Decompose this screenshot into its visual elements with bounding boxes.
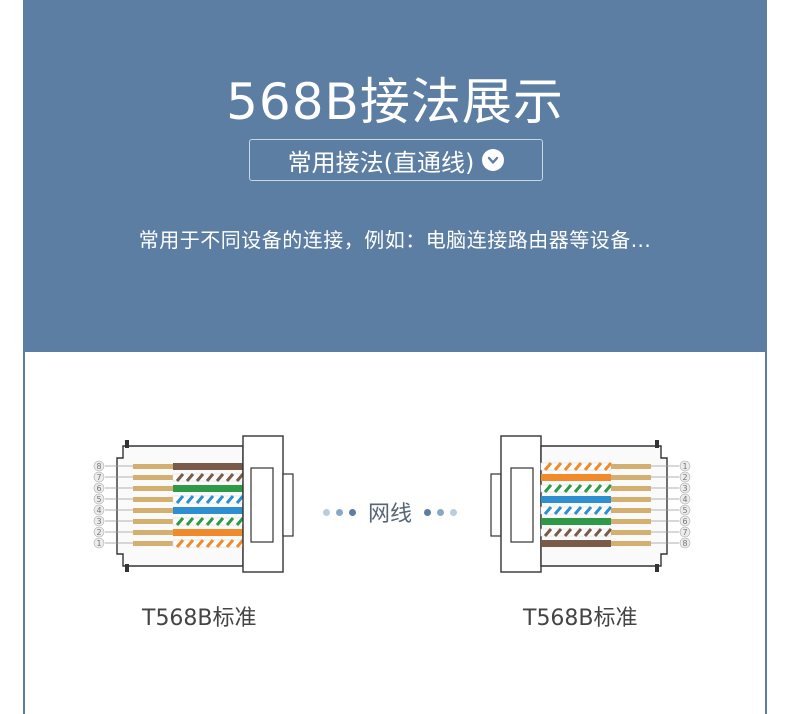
cable-connector: 网线 xyxy=(323,496,458,528)
left-standard-label: T568B标准 xyxy=(142,606,257,631)
dot-icon xyxy=(323,508,330,516)
page-title: 568B接法展示 xyxy=(226,73,564,131)
wiring-mode-dropdown[interactable]: 常用接法(直通线) xyxy=(249,139,543,181)
right-pin-label: 3 xyxy=(682,484,687,493)
wiring-diagram: 8 7 6 5 4 3 2 1 网线 xyxy=(25,352,765,714)
left-pin-label: 4 xyxy=(96,506,101,515)
left-pin-label: 6 xyxy=(96,484,101,493)
left-pin-label: 5 xyxy=(96,495,101,504)
dot-icon xyxy=(336,508,343,516)
header-panel: 568B接法展示 常用接法(直通线) 常用于不同设备的连接，例如：电脑连接路由器… xyxy=(25,0,765,352)
rj45-plug-right: 1 2 3 4 5 6 7 8 xyxy=(471,434,721,580)
plug-right-drawing: 1 2 3 4 5 6 7 8 xyxy=(490,435,691,573)
left-pin-label: 7 xyxy=(96,473,101,482)
cable-label: 网线 xyxy=(368,502,413,527)
right-pin-label: 1 xyxy=(682,462,687,471)
right-standard-label: T568B标准 xyxy=(523,606,638,631)
plug-left-drawing: 8 7 6 5 4 3 2 1 xyxy=(93,435,294,573)
dot-icon xyxy=(450,508,458,516)
right-pin-label: 4 xyxy=(682,495,687,504)
dot-icon xyxy=(349,508,356,516)
page-frame: 568B接法展示 常用接法(直通线) 常用于不同设备的连接，例如：电脑连接路由器… xyxy=(23,0,767,714)
right-pin-label: 6 xyxy=(682,517,687,526)
right-pin-label: 2 xyxy=(682,473,687,482)
dot-icon xyxy=(424,508,432,516)
dot-icon xyxy=(437,508,445,516)
right-pin-label: 8 xyxy=(682,539,687,548)
right-pin-label: 7 xyxy=(682,528,687,537)
chevron-down-icon xyxy=(482,149,505,171)
usage-description: 常用于不同设备的连接，例如：电脑连接路由器等设备... xyxy=(138,228,652,252)
left-pin-label: 1 xyxy=(96,539,101,548)
wiring-mode-label: 常用接法(直通线) xyxy=(287,148,475,177)
right-pin-label: 5 xyxy=(682,506,687,515)
right-contacts xyxy=(611,464,651,546)
left-pin-label: 3 xyxy=(96,517,101,526)
left-pin-label: 8 xyxy=(96,462,101,471)
left-contacts xyxy=(133,464,173,546)
rj45-plug-left: 8 7 6 5 4 3 2 1 xyxy=(73,434,301,580)
left-pin-label: 2 xyxy=(96,528,101,537)
